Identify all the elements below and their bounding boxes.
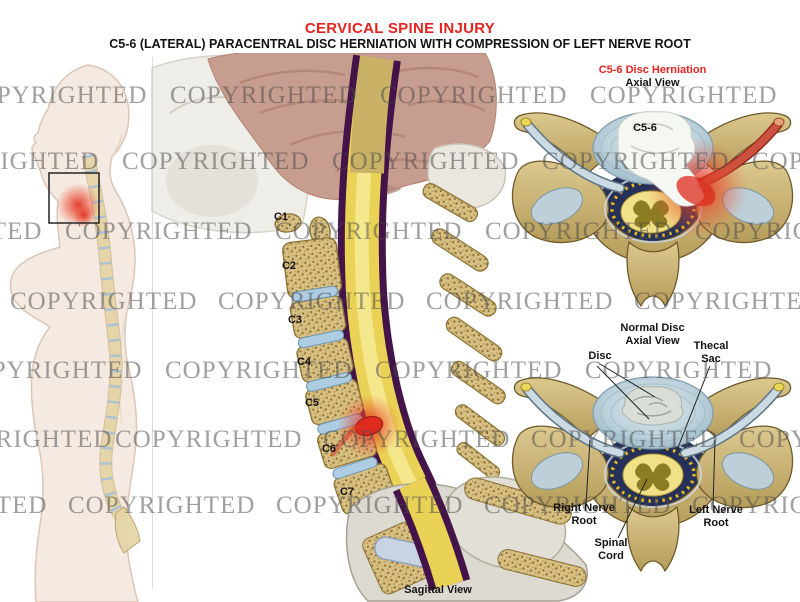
label-spinal-cord: Spinal Cord xyxy=(594,537,628,563)
posterior-processes xyxy=(422,183,506,480)
axial-herniated-title: C5-6 Disc Herniation xyxy=(598,64,707,76)
body-figure-illustration xyxy=(9,64,141,602)
vertebra-label-c7: C7 xyxy=(339,486,355,498)
page-title: CERVICAL SPINE INJURY xyxy=(304,20,496,37)
vertebra-label-c6: C6 xyxy=(321,443,337,455)
vertebra-label-c4: C4 xyxy=(296,356,312,368)
injury-zoom-box xyxy=(48,172,100,224)
herniation-sagittal xyxy=(330,394,401,458)
axial-normal-title: Normal Disc xyxy=(620,322,685,334)
vertebra-label-c1: C1 xyxy=(273,211,289,223)
axial-herniated-illustration xyxy=(511,111,794,307)
label-left-nerve-root: Left Nerve Root xyxy=(689,504,743,530)
vertebra-label-c2: C2 xyxy=(281,260,297,272)
axial-herniated-view-caption: Axial View xyxy=(625,77,680,89)
sagittal-view-caption: Sagittal View xyxy=(404,584,472,596)
leader-lines xyxy=(585,363,716,539)
vertebra-label-c3: C3 xyxy=(287,314,303,326)
axial-normal-view-caption: Axial View xyxy=(625,335,680,347)
body-spine xyxy=(81,153,141,554)
axial-normal-illustration xyxy=(511,363,794,572)
label-disc: Disc xyxy=(588,350,612,362)
vertebra-label-c5: C5 xyxy=(304,397,320,409)
label-thecal-sac: Thecal Sac xyxy=(693,340,729,366)
disc-level-label: C5-6 xyxy=(633,122,657,134)
panel-edge xyxy=(152,57,153,589)
label-right-nerve-root: Right Nerve Root xyxy=(553,502,615,528)
page-subtitle: C5-6 (LATERAL) PARACENTRAL DISC HERNIATI… xyxy=(109,37,691,51)
